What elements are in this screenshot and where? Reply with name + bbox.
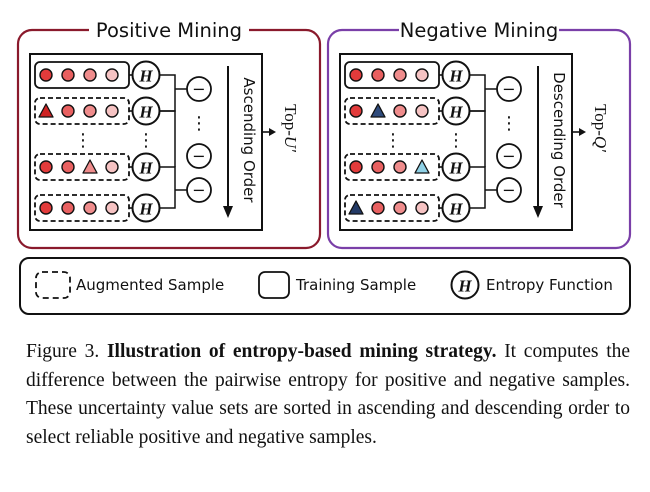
positive-inner-box [29,53,263,231]
negative-row2-dot-4 [415,104,429,118]
positive-row2-dot-4 [105,104,119,118]
positive-entropy-ellipsis: ⋮ [137,130,155,151]
positive-top-label: Top-U′ [281,104,300,152]
caption-body: It computes the difference between the p… [26,341,631,448]
negative-row4-dot-4 [415,201,429,215]
positive-entropy-label-3: H [138,159,153,178]
legend-augmented-label: Augmented Sample [76,276,224,294]
legend-entropy-icon [450,270,480,300]
negative-minus-label-2: − [502,147,515,166]
negative-row3-dot-3 [393,160,407,174]
positive-row1-dot-3 [83,68,97,82]
figure-caption: Figure 3. Illustration of entropy-based … [26,338,630,452]
negative-minus-node-3 [496,177,522,203]
positive-row4-dot-1 [39,201,53,215]
positive-row4-dot-2 [61,201,75,215]
negative-row1-dot-1 [349,68,363,82]
positive-row2-triangle [38,103,54,118]
negative-row3-triangle [414,159,430,174]
positive-sort-arrowhead [223,206,233,218]
negative-minus-node-2 [496,143,522,169]
caption-title: Illustration of entropy-based mining str… [106,341,497,362]
negative-output-arrowhead [579,128,586,136]
negative-row1-dot-3 [393,68,407,82]
negative-pair-bracket-1 [469,74,486,112]
positive-minus-label-2: − [192,147,205,166]
positive-pair-bracket-1 [159,74,176,112]
negative-row4-dot-3 [393,201,407,215]
positive-sample-ellipsis: ⋮ [74,130,92,151]
positive-row4-dot-4 [105,201,119,215]
positive-row1-dot-4 [105,68,119,82]
negative-row2-triangle [370,103,386,118]
negative-sort-arrowhead [533,206,543,218]
negative-entropy-label-3: H [448,159,463,178]
positive-minus-node-2 [186,143,212,169]
negative-entropy-label-4: H [448,200,463,219]
negative-minus-label-1: − [502,80,515,99]
negative-row3-dot-1 [349,160,363,174]
positive-entropy-label-1: H [138,67,153,86]
negative-row1-dot-2 [371,68,385,82]
positive-panel-title: Positive Mining [96,19,242,42]
negative-row1-dot-4 [415,68,429,82]
positive-row3-triangle [82,159,98,174]
positive-middle-bracket [159,110,176,167]
positive-output-arrowhead [269,128,276,136]
negative-pair-bracket-2 [469,166,486,209]
positive-title-backing [89,18,249,42]
positive-minus-node-3 [186,177,212,203]
negative-sample-ellipsis: ⋮ [384,130,402,151]
negative-entropy-label-1: H [448,67,463,86]
positive-row3-dot-1 [39,160,53,174]
negative-minus-node-1 [496,76,522,102]
legend-training-swatch [258,271,290,299]
positive-row1-dot-1 [39,68,53,82]
positive-entropy-label-4: H [138,200,153,219]
positive-pair-bracket-2 [159,166,176,209]
legend-training-label: Training Sample [295,276,416,294]
positive-row3-dot-4 [105,160,119,174]
negative-middle-bracket [469,110,486,167]
negative-panel-title: Negative Mining [400,19,558,42]
negative-inner-box [339,53,573,231]
negative-row4-triangle [348,200,364,215]
positive-minus-label-1: − [192,80,205,99]
positive-row2-dot-3 [83,104,97,118]
negative-row3-dot-2 [371,160,385,174]
negative-order-label: Descending Order [550,72,568,209]
positive-row3-dot-2 [61,160,75,174]
positive-minus-node-1 [186,76,212,102]
negative-row2-dot-3 [393,104,407,118]
legend-frame [19,257,631,315]
positive-minus-ellipsis: ⋮ [190,113,208,134]
legend: Augmented Sample Training Sample H Entro… [19,257,631,315]
negative-entropy-ellipsis: ⋮ [447,130,465,151]
negative-row2-dot-1 [349,104,363,118]
negative-minus-label-3: − [502,181,515,200]
legend-entropy-icon-label: H [457,277,472,296]
positive-row4-dot-3 [83,201,97,215]
caption-prefix: Figure 3. [26,341,100,362]
legend-entropy-label: Entropy Function [486,276,613,294]
negative-entropy-label-2: H [448,103,463,122]
positive-row1-dot-2 [61,68,75,82]
negative-title-backing [399,18,559,42]
negative-top-label: Top-Q′ [591,104,610,152]
positive-row2-dot-2 [61,104,75,118]
negative-row4-dot-2 [371,201,385,215]
positive-minus-label-3: − [192,181,205,200]
positive-order-label: Ascending Order [240,77,258,203]
negative-minus-ellipsis: ⋮ [500,113,518,134]
legend-augmented-swatch [35,271,71,299]
positive-entropy-label-2: H [138,103,153,122]
